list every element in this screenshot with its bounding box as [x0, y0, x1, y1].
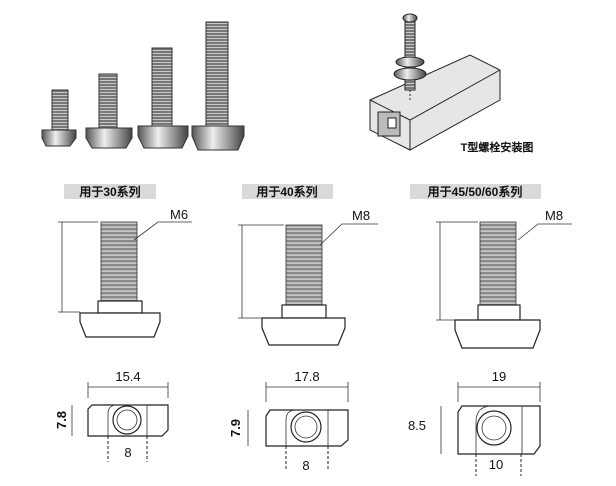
series-label-bg-2 [242, 184, 333, 199]
series-label-2: 用于40系列 [255, 184, 317, 199]
neck-dim-1: 8 [124, 445, 131, 460]
installation-caption: T型螺栓安装图 [461, 140, 534, 154]
bolt-photo-4 [191, 21, 245, 151]
neck-dim-2: 8 [302, 458, 309, 473]
bolt-photo-2 [85, 73, 133, 149]
series-label-3: 用于45/50/60系列 [427, 184, 523, 199]
bolt-photo-group [41, 21, 245, 151]
bolt-photo-1 [41, 89, 77, 147]
bolt-photo-3 [137, 47, 189, 149]
height-dim-3: 8.5 [408, 418, 426, 433]
height-dim-2: 7.9 [228, 419, 243, 437]
bolt-bottom-view-2: 17.8 7.9 8 [228, 369, 349, 473]
width-dim-2: 17.8 [294, 369, 319, 384]
bolt-side-view-2: M8 [238, 208, 378, 346]
width-dim-3: 19 [492, 369, 506, 384]
bolt-bottom-view-3: 19 8.5 10 [408, 369, 541, 476]
series-label-1: 用于30系列 [78, 184, 140, 199]
width-dim-1: 15.4 [115, 369, 140, 384]
bolt-side-view-3: M8 [436, 208, 572, 349]
bolt-side-view-1: M6 [58, 207, 192, 338]
thread-size-3: M8 [545, 208, 563, 223]
series-label-bg-3 [410, 184, 541, 199]
height-dim-1: 7.8 [54, 411, 69, 429]
thread-size-1: M6 [170, 207, 188, 222]
series-label-bg-1 [64, 184, 156, 199]
bolt-bottom-view-1: 15.4 7.8 8 [54, 369, 169, 462]
thread-size-2: M8 [352, 208, 370, 223]
installation-picture: T型螺栓安装图 [369, 13, 534, 154]
neck-dim-3: 10 [489, 457, 503, 472]
